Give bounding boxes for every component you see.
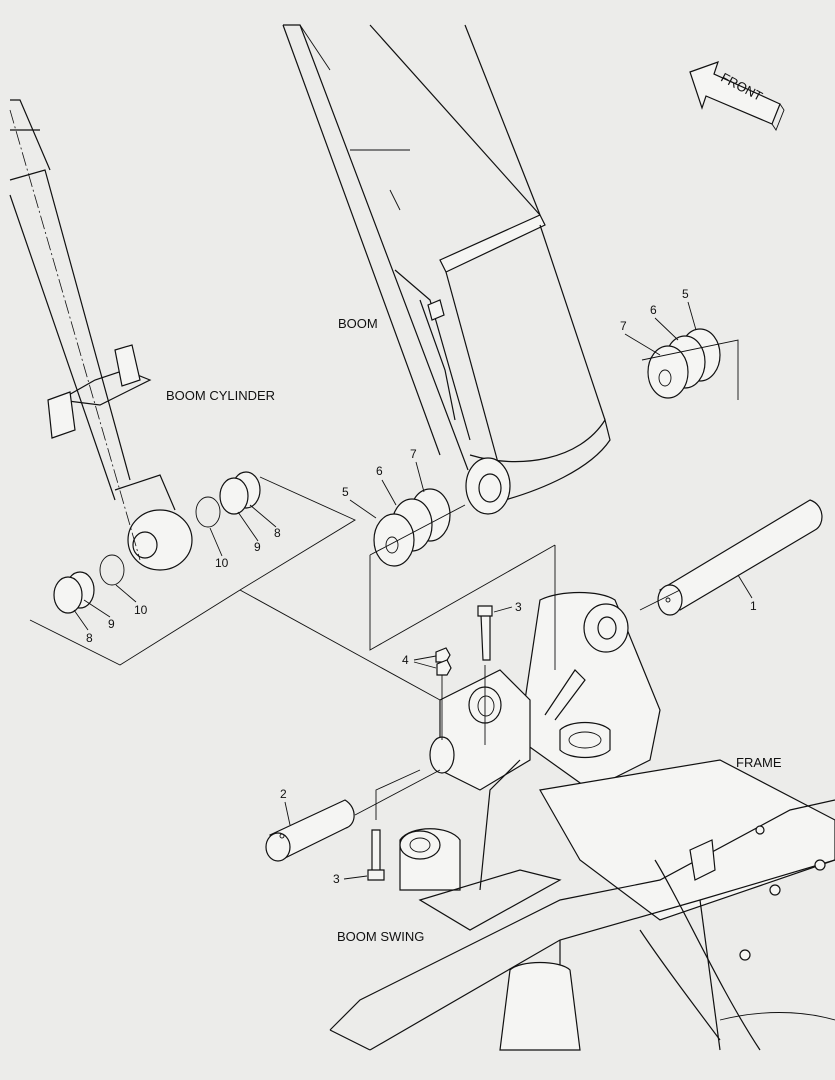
frame-label: FRAME	[736, 755, 782, 770]
callout-7-upper: 7	[620, 319, 627, 333]
assembly-lines	[239, 545, 681, 820]
callout-9-left: 9	[108, 617, 115, 631]
left-cylinder-shims	[29, 554, 241, 666]
boom-swing-label: BOOM SWING	[337, 929, 424, 944]
right-cylinder-shims	[195, 471, 356, 591]
boom-label: BOOM	[338, 316, 378, 331]
lower-shim-group	[369, 488, 556, 651]
callout-10-left: 10	[134, 603, 148, 617]
nuts-4-top	[435, 647, 452, 676]
callout-3-top: 3	[515, 600, 522, 614]
callout-5-upper: 5	[682, 287, 689, 301]
boom-cylinder-label: BOOM CYLINDER	[166, 388, 275, 403]
callout-6-upper: 6	[650, 303, 657, 317]
frame-drawing	[329, 759, 835, 1051]
pin-1	[657, 499, 823, 616]
upper-shim-group	[641, 328, 739, 400]
callout-5-lower: 5	[342, 485, 349, 499]
callout-6-lower: 6	[376, 464, 383, 478]
callout-10-right: 10	[215, 556, 229, 570]
callout-9-right: 9	[254, 540, 261, 554]
pin-2	[265, 799, 355, 862]
callout-1: 1	[750, 599, 757, 613]
callout-3-bottom: 3	[333, 872, 340, 886]
callout-8-left: 8	[86, 631, 93, 645]
boom-drawing	[282, 24, 611, 515]
callout-2: 2	[280, 787, 287, 801]
front-arrow-icon	[689, 61, 785, 131]
bolt-3-bottom	[367, 829, 385, 881]
callout-4-top: 4	[402, 653, 409, 667]
bolt-3-top	[477, 605, 493, 661]
callout-7-lower: 7	[410, 447, 417, 461]
boom-cylinder-drawing	[9, 99, 193, 571]
callout-8-right: 8	[274, 526, 281, 540]
